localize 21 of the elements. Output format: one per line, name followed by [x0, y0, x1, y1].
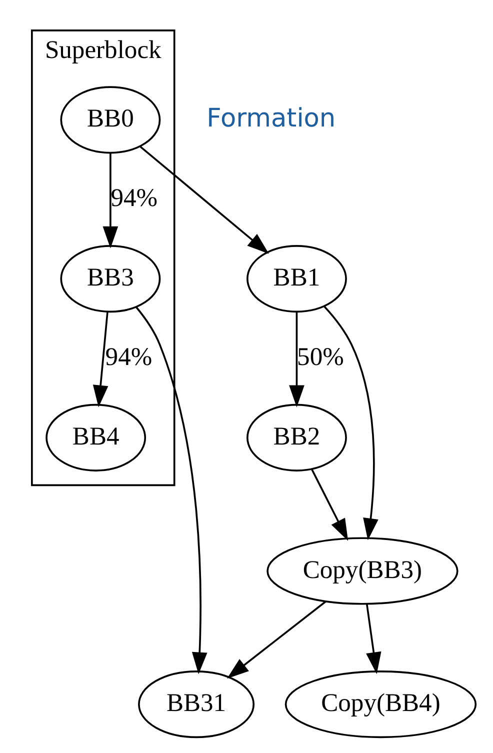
arrow	[92, 312, 108, 408]
arrow	[366, 604, 382, 674]
node-ellipse: BB0	[60, 86, 161, 154]
node-ellipse: Copy(BB3)	[266, 537, 458, 605]
node-ellipse: BB1	[246, 245, 347, 313]
arrow	[324, 306, 378, 540]
arrow	[140, 146, 269, 254]
edge-label: 94%	[110, 183, 158, 212]
arrow	[226, 600, 326, 679]
node-ellipse: BB4	[46, 404, 146, 472]
arrow	[311, 469, 348, 541]
edge-label: 50%	[297, 342, 344, 371]
node-ellipse: Copy(BB4)	[284, 670, 477, 738]
node-ellipse: BB2	[246, 404, 347, 472]
node-ellipse: BB31	[138, 670, 255, 738]
node-ellipse: BB3	[60, 245, 161, 313]
label: Formation	[206, 104, 336, 134]
edge-label: 94%	[105, 342, 152, 371]
arrow	[289, 312, 304, 408]
arrow	[102, 153, 118, 248]
arrow	[136, 306, 208, 674]
